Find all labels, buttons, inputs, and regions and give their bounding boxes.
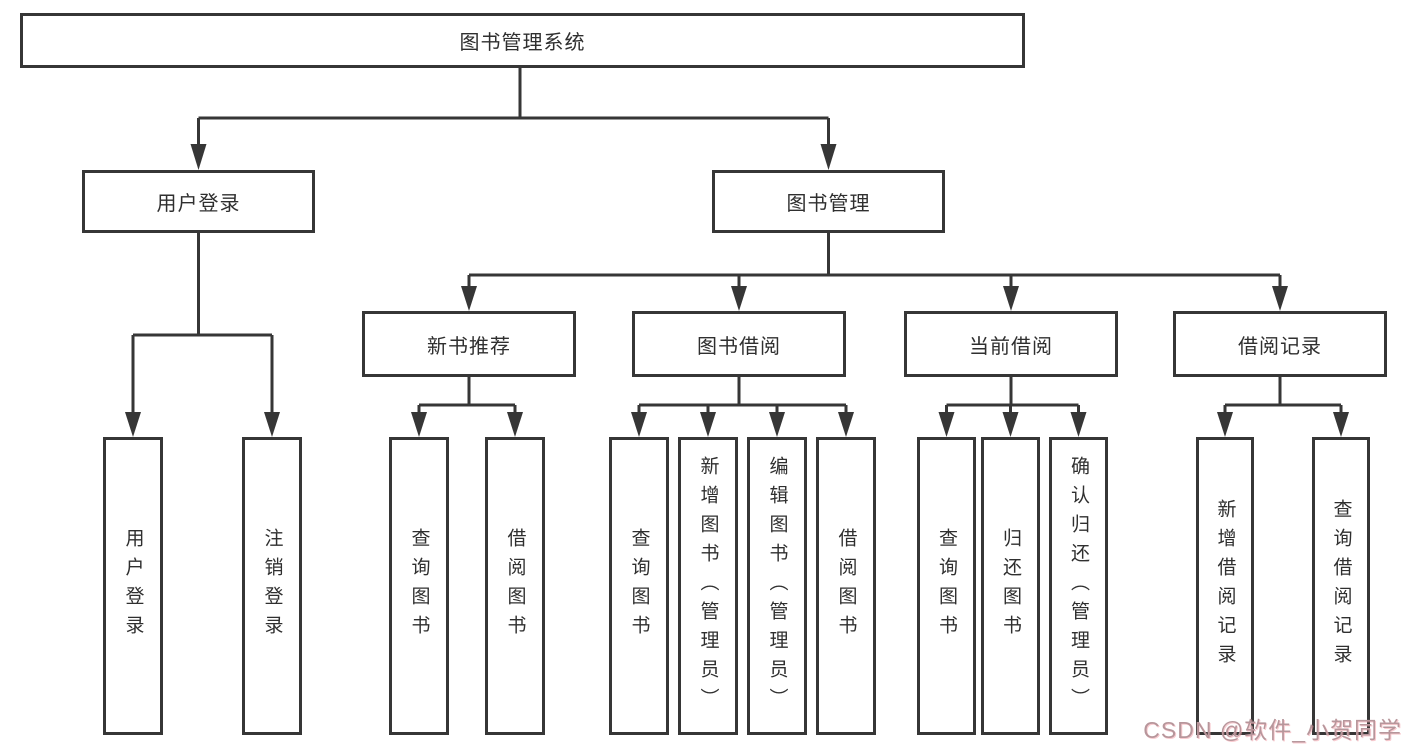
leaf-label: 查询图书 <box>408 528 430 644</box>
node-leaf-query-books-borrow: 查询图书 <box>609 437 669 735</box>
leaf-label: 查询图书 <box>628 528 650 644</box>
node-leaf-return-books: 归还图书 <box>981 437 1040 735</box>
leaf-label: 查询图书 <box>936 528 957 644</box>
node-book-borrow: 图书借阅 <box>632 311 846 377</box>
node-leaf-confirm-return-admin: 确认归还（管理员） <box>1049 437 1108 735</box>
node-leaf-add-books-admin: 新增图书（管理员） <box>678 437 738 735</box>
node-leaf-logout: 注销登录 <box>242 437 302 735</box>
node-user-login: 用户登录 <box>82 170 315 233</box>
leaf-label: 借阅图书 <box>835 528 857 644</box>
leaf-label: 新增借阅记录 <box>1214 499 1236 673</box>
leaf-label: 用户登录 <box>122 528 144 644</box>
node-borrow-records: 借阅记录 <box>1173 311 1387 377</box>
node-leaf-user-login: 用户登录 <box>103 437 163 735</box>
node-new-book-recommend: 新书推荐 <box>362 311 576 377</box>
leaf-label: 编辑图书（管理员） <box>766 455 788 717</box>
leaf-label: 注销登录 <box>261 528 283 644</box>
node-leaf-borrow-books-recommend: 借阅图书 <box>485 437 545 735</box>
node-book-management: 图书管理 <box>712 170 945 233</box>
leaf-label: 查询借阅记录 <box>1330 499 1352 673</box>
leaf-label: 借阅图书 <box>504 528 526 644</box>
watermark: CSDN @软件_小贺同学 <box>1143 717 1402 743</box>
leaf-label: 确认归还（管理员） <box>1068 455 1089 717</box>
leaf-label: 新增图书（管理员） <box>697 455 719 717</box>
node-leaf-query-borrow-record: 查询借阅记录 <box>1312 437 1370 735</box>
node-leaf-query-books-current: 查询图书 <box>917 437 976 735</box>
node-leaf-edit-books-admin: 编辑图书（管理员） <box>747 437 807 735</box>
node-library-management-system: 图书管理系统 <box>20 13 1025 68</box>
node-current-borrow: 当前借阅 <box>904 311 1118 377</box>
node-leaf-query-books-recommend: 查询图书 <box>389 437 449 735</box>
node-leaf-borrow-books: 借阅图书 <box>816 437 876 735</box>
leaf-label: 归还图书 <box>1000 528 1021 644</box>
node-leaf-add-borrow-record: 新增借阅记录 <box>1196 437 1254 735</box>
